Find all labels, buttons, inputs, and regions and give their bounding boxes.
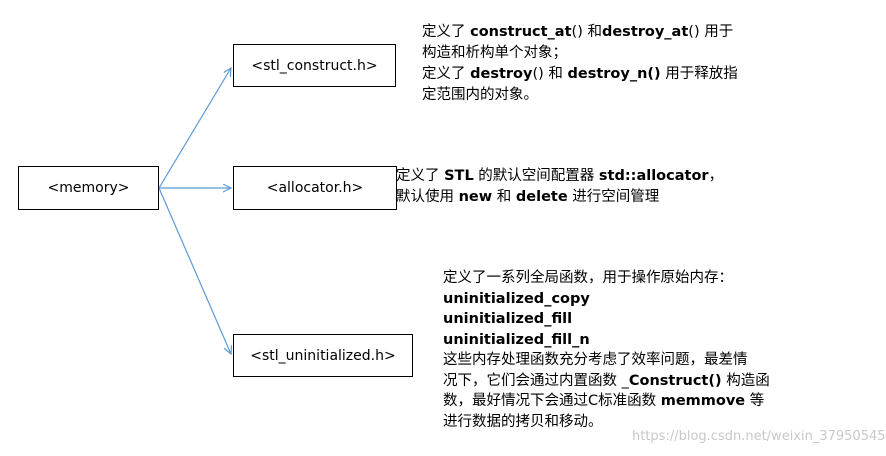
uninit-line-8: 进行数据的拷贝和移动。 bbox=[443, 413, 603, 430]
code-std-allocator: std::allocator bbox=[598, 168, 709, 184]
code-destroy: destroy bbox=[470, 66, 533, 82]
construct-description: 定义了 construct_at() 和destroy_at() 用于 构造和析… bbox=[422, 22, 738, 106]
construct-line-3: 定义了 destroy() 和 destroy_n() 用于释放指 bbox=[422, 64, 738, 85]
connector-arrows bbox=[158, 0, 853, 456]
construct-line-4: 定范围内的对象。 bbox=[422, 87, 538, 103]
stl-uninitialized-box: <stl_uninitialized.h> bbox=[233, 334, 413, 377]
code-uninitialized-fill: uninitialized_fill bbox=[443, 311, 573, 327]
stl-construct-box: <stl_construct.h> bbox=[233, 44, 396, 87]
text: 况下，它们会通过内置函数 _ bbox=[443, 372, 629, 389]
uninit-line-5: 这些内存处理函数充分考虑了效率问题，最差情 bbox=[443, 352, 748, 368]
text: 定义了 bbox=[422, 66, 471, 82]
uninit-line-7: 数，最好情况下会通过C标准函数 memmove 等 bbox=[443, 391, 770, 412]
watermark: https://blog.csdn.net/weixin_37950545 bbox=[632, 429, 886, 444]
code-uninitialized-fill-n: uninitialized_fill_n bbox=[443, 331, 590, 348]
uninit-line-1: 定义了一系列全局函数，用于操作原始内存： bbox=[443, 270, 733, 286]
code-new: new bbox=[458, 189, 493, 205]
code-construct-at: construct_at bbox=[470, 24, 572, 40]
text: 定义了 bbox=[396, 168, 445, 184]
code-stl: STL bbox=[444, 168, 474, 184]
allocator-label: <allocator.h> bbox=[266, 180, 364, 196]
allocator-box: <allocator.h> bbox=[233, 166, 397, 210]
stl-construct-label: <stl_construct.h> bbox=[251, 57, 378, 74]
text: 等 bbox=[745, 393, 765, 409]
text: 进行空间管理 bbox=[567, 189, 660, 205]
text: 用于释放指 bbox=[660, 66, 738, 82]
text: () 和 bbox=[571, 24, 602, 40]
text: 默认使用 bbox=[396, 189, 459, 205]
allocator-line-2: 默认使用 new 和 delete 进行空间管理 bbox=[396, 187, 723, 208]
stl-uninitialized-label: <stl_uninitialized.h> bbox=[250, 347, 396, 364]
uninitialized-description: 定义了一系列全局函数，用于操作原始内存： uninitialized_copy … bbox=[443, 268, 770, 432]
uninit-line-6: 况下，它们会通过内置函数 _Construct() 构造函 bbox=[443, 371, 770, 392]
construct-line-1: 定义了 construct_at() 和destroy_at() 用于 bbox=[422, 22, 738, 43]
code-construct: Construct() bbox=[628, 372, 722, 389]
text: 的默认空间配置器 bbox=[473, 168, 599, 184]
memory-header-box: <memory> bbox=[18, 166, 159, 210]
uninit-line-2: uninitialized_copy bbox=[443, 289, 770, 310]
text: ， bbox=[708, 168, 724, 184]
text: () 和 bbox=[532, 66, 568, 82]
code-delete: delete bbox=[515, 189, 568, 205]
uninit-line-3: uninitialized_fill bbox=[443, 309, 770, 330]
arrow-to-uninitialized bbox=[158, 187, 231, 354]
text: () 用于 bbox=[688, 24, 734, 40]
allocator-description: 定义了 STL 的默认空间配置器 std::allocator， 默认使用 ne… bbox=[396, 166, 723, 208]
construct-line-2: 构造和析构单个对象； bbox=[422, 45, 567, 61]
code-memmove: memmove bbox=[660, 393, 746, 409]
code-destroy-at: destroy_at bbox=[601, 24, 689, 40]
memory-header-label: <memory> bbox=[47, 180, 130, 196]
text: 定义了 bbox=[422, 24, 471, 40]
text: 数，最好情况下会通过C标准函数 bbox=[443, 393, 661, 409]
text: 和 bbox=[492, 189, 516, 205]
code-uninitialized-copy: uninitialized_copy bbox=[443, 290, 590, 307]
code-destroy-n: destroy_n() bbox=[567, 66, 661, 82]
allocator-line-1: 定义了 STL 的默认空间配置器 std::allocator， bbox=[396, 166, 723, 187]
text: 构造函 bbox=[721, 372, 770, 389]
uninit-line-4: uninitialized_fill_n bbox=[443, 330, 770, 351]
arrow-to-construct bbox=[158, 68, 231, 189]
